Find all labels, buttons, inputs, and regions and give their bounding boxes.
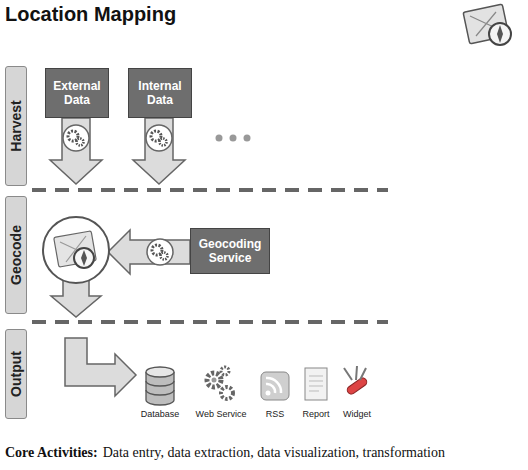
output-label: Web Service [196,409,247,419]
section-band: Harvest [5,66,27,186]
output-label: Report [302,409,329,419]
report-icon [305,368,327,400]
source-box: External Data [45,68,109,118]
band-label: Harvest [8,100,24,151]
section-band: Output [5,329,27,419]
flow-arrow [50,118,185,184]
section-divider [32,188,388,192]
box-label: Internal Data [132,79,188,108]
caption-text: Data entry, data extraction, data visual… [103,445,445,461]
service-box: Geocoding Service [190,228,270,274]
widget-icon [344,366,368,396]
web-service-icon [207,367,233,399]
flow-arrow [65,338,136,396]
gear-badge [147,239,173,265]
source-box: Internal Data [128,68,192,118]
output-label: Database [141,409,180,419]
section-divider [32,320,388,324]
band-label: Geocode [8,225,24,285]
box-label: Geocoding Service [194,237,266,266]
section-band: Geocode [5,196,27,314]
ellipsis-dots [216,135,251,142]
database-icon [146,367,174,405]
rss-icon [261,372,289,400]
diagram-title: Location Mapping [5,3,176,26]
map-icon [463,4,511,45]
geocode-map-icon [43,217,109,283]
gear-badge [63,125,172,151]
caption-heading: Core Activities: [5,445,98,461]
box-label: External Data [49,79,105,108]
output-label: RSS [266,409,285,419]
output-label: Widget [343,409,371,419]
band-label: Output [8,351,24,397]
